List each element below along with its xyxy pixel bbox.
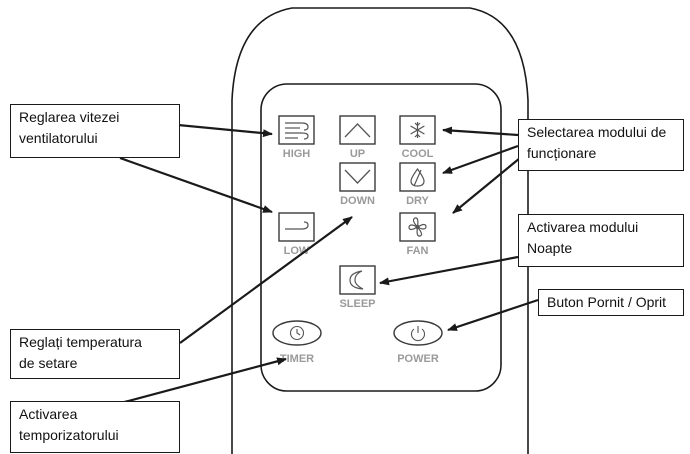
moon-icon <box>349 270 364 290</box>
low-button[interactable]: LOW <box>278 212 315 257</box>
timer-label: TIMER <box>280 353 314 365</box>
power-button[interactable]: POWER <box>393 320 443 365</box>
button-panel <box>260 83 502 392</box>
fan-icon <box>408 217 427 237</box>
cool-label: COOL <box>402 148 434 160</box>
fan-label: FAN <box>407 245 429 257</box>
power-icon <box>410 326 426 342</box>
chevron-down-icon <box>344 169 371 184</box>
fan-high-icon <box>285 122 309 140</box>
dry-label: DRY <box>406 195 429 207</box>
snowflake-icon <box>410 122 425 138</box>
down-label: DOWN <box>340 195 375 207</box>
dry-button[interactable]: DRY <box>399 162 436 207</box>
callout-mode: Selectarea modului de funcționare <box>518 119 684 171</box>
clock-icon <box>289 325 305 341</box>
timer-button[interactable]: TIMER <box>272 320 322 365</box>
power-label: POWER <box>397 353 439 365</box>
callout-power: Buton Pornit / Oprit <box>538 289 684 316</box>
arrow-fan-speed-high <box>177 123 273 138</box>
remote-body <box>231 7 529 454</box>
droplet-icon <box>410 167 425 187</box>
callout-night-mode: Activarea modului Noapte <box>518 214 684 267</box>
arrow-mode-cool <box>442 126 519 137</box>
fan-button[interactable]: FAN <box>399 212 436 257</box>
callout-timer: Activarea temporizatorului <box>10 401 180 453</box>
arrow-set-temperature <box>179 216 353 344</box>
arrow-power <box>447 298 539 332</box>
low-label: LOW <box>284 245 310 257</box>
arrow-timer <box>116 357 287 406</box>
callout-fan-speed: Reglarea vitezei ventilatorului <box>10 104 180 158</box>
high-label: HIGH <box>283 148 311 160</box>
sleep-label: SLEEP <box>339 298 375 310</box>
chevron-up-icon <box>344 123 371 138</box>
arrow-mode-dry <box>442 144 519 175</box>
leader-arrows <box>116 123 539 406</box>
down-button[interactable]: DOWN <box>339 162 376 207</box>
fan-low-icon <box>285 221 309 230</box>
callout-set-temperature: Reglați temperatura de setare <box>10 329 180 379</box>
high-button[interactable]: HIGH <box>278 115 315 160</box>
cool-button[interactable]: COOL <box>399 115 436 160</box>
up-button[interactable]: UP <box>339 115 376 160</box>
arrow-mode-fan <box>452 157 521 214</box>
sleep-button[interactable]: SLEEP <box>339 265 376 310</box>
arrow-fan-speed-low <box>119 156 273 214</box>
arrow-night-mode <box>379 255 519 286</box>
up-label: UP <box>350 148 365 160</box>
